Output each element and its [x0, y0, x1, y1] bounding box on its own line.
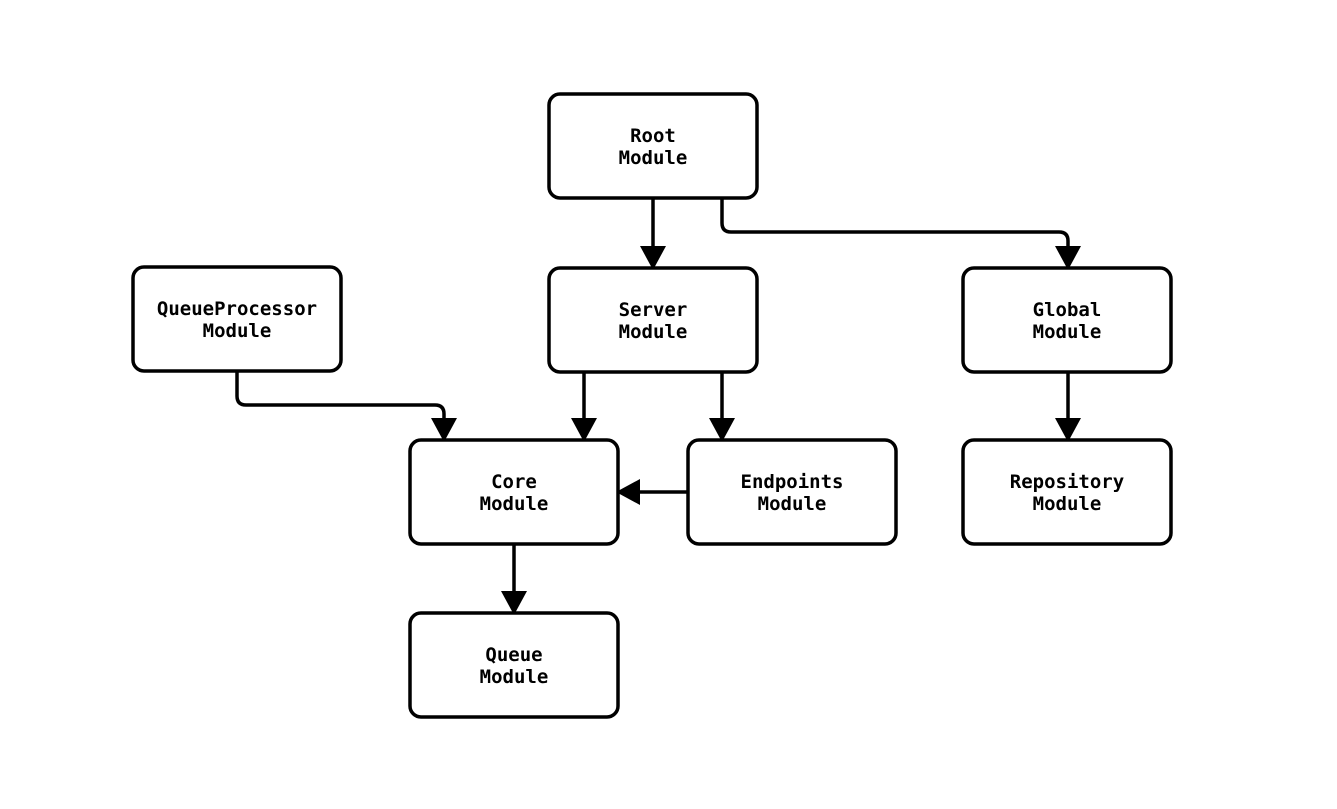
node-repository-box	[961, 438, 1173, 546]
node-core-box	[408, 438, 620, 546]
node-server-box	[547, 266, 759, 374]
edge-queueprocessor-to-core	[235, 371, 457, 442]
node-endpoints-box	[686, 438, 898, 546]
node-root-box	[547, 92, 759, 200]
node-queueprocessor-box	[131, 265, 343, 373]
node-root-label-line2: Module	[619, 147, 688, 169]
node-global-label-line1: Global	[1033, 299, 1102, 321]
edges-layer	[235, 198, 1081, 615]
node-global-box	[961, 266, 1173, 374]
node-queueprocessor-label-line1: QueueProcessor	[157, 298, 317, 320]
node-repository-label-line1: Repository	[1010, 471, 1124, 493]
node-repository-label-line2: Module	[1033, 493, 1102, 515]
node-core-label-line1: Core	[491, 471, 537, 493]
node-endpoints-label-line2: Module	[758, 493, 827, 515]
node-root-label-line1: Root	[630, 125, 676, 147]
node-endpoints-label-line1: Endpoints	[741, 471, 844, 493]
edge-root-to-global	[720, 198, 1081, 270]
node-queue-label-line1: Queue	[485, 644, 542, 666]
node-queueprocessor-label-line2: Module	[203, 320, 272, 342]
node-server-label-line1: Server	[619, 299, 688, 321]
node-queue-label-line2: Module	[480, 666, 549, 688]
node-server-label-line2: Module	[619, 321, 688, 343]
node-queue-box	[408, 611, 620, 719]
node-global-label-line2: Module	[1033, 321, 1102, 343]
node-core-label-line2: Module	[480, 493, 549, 515]
